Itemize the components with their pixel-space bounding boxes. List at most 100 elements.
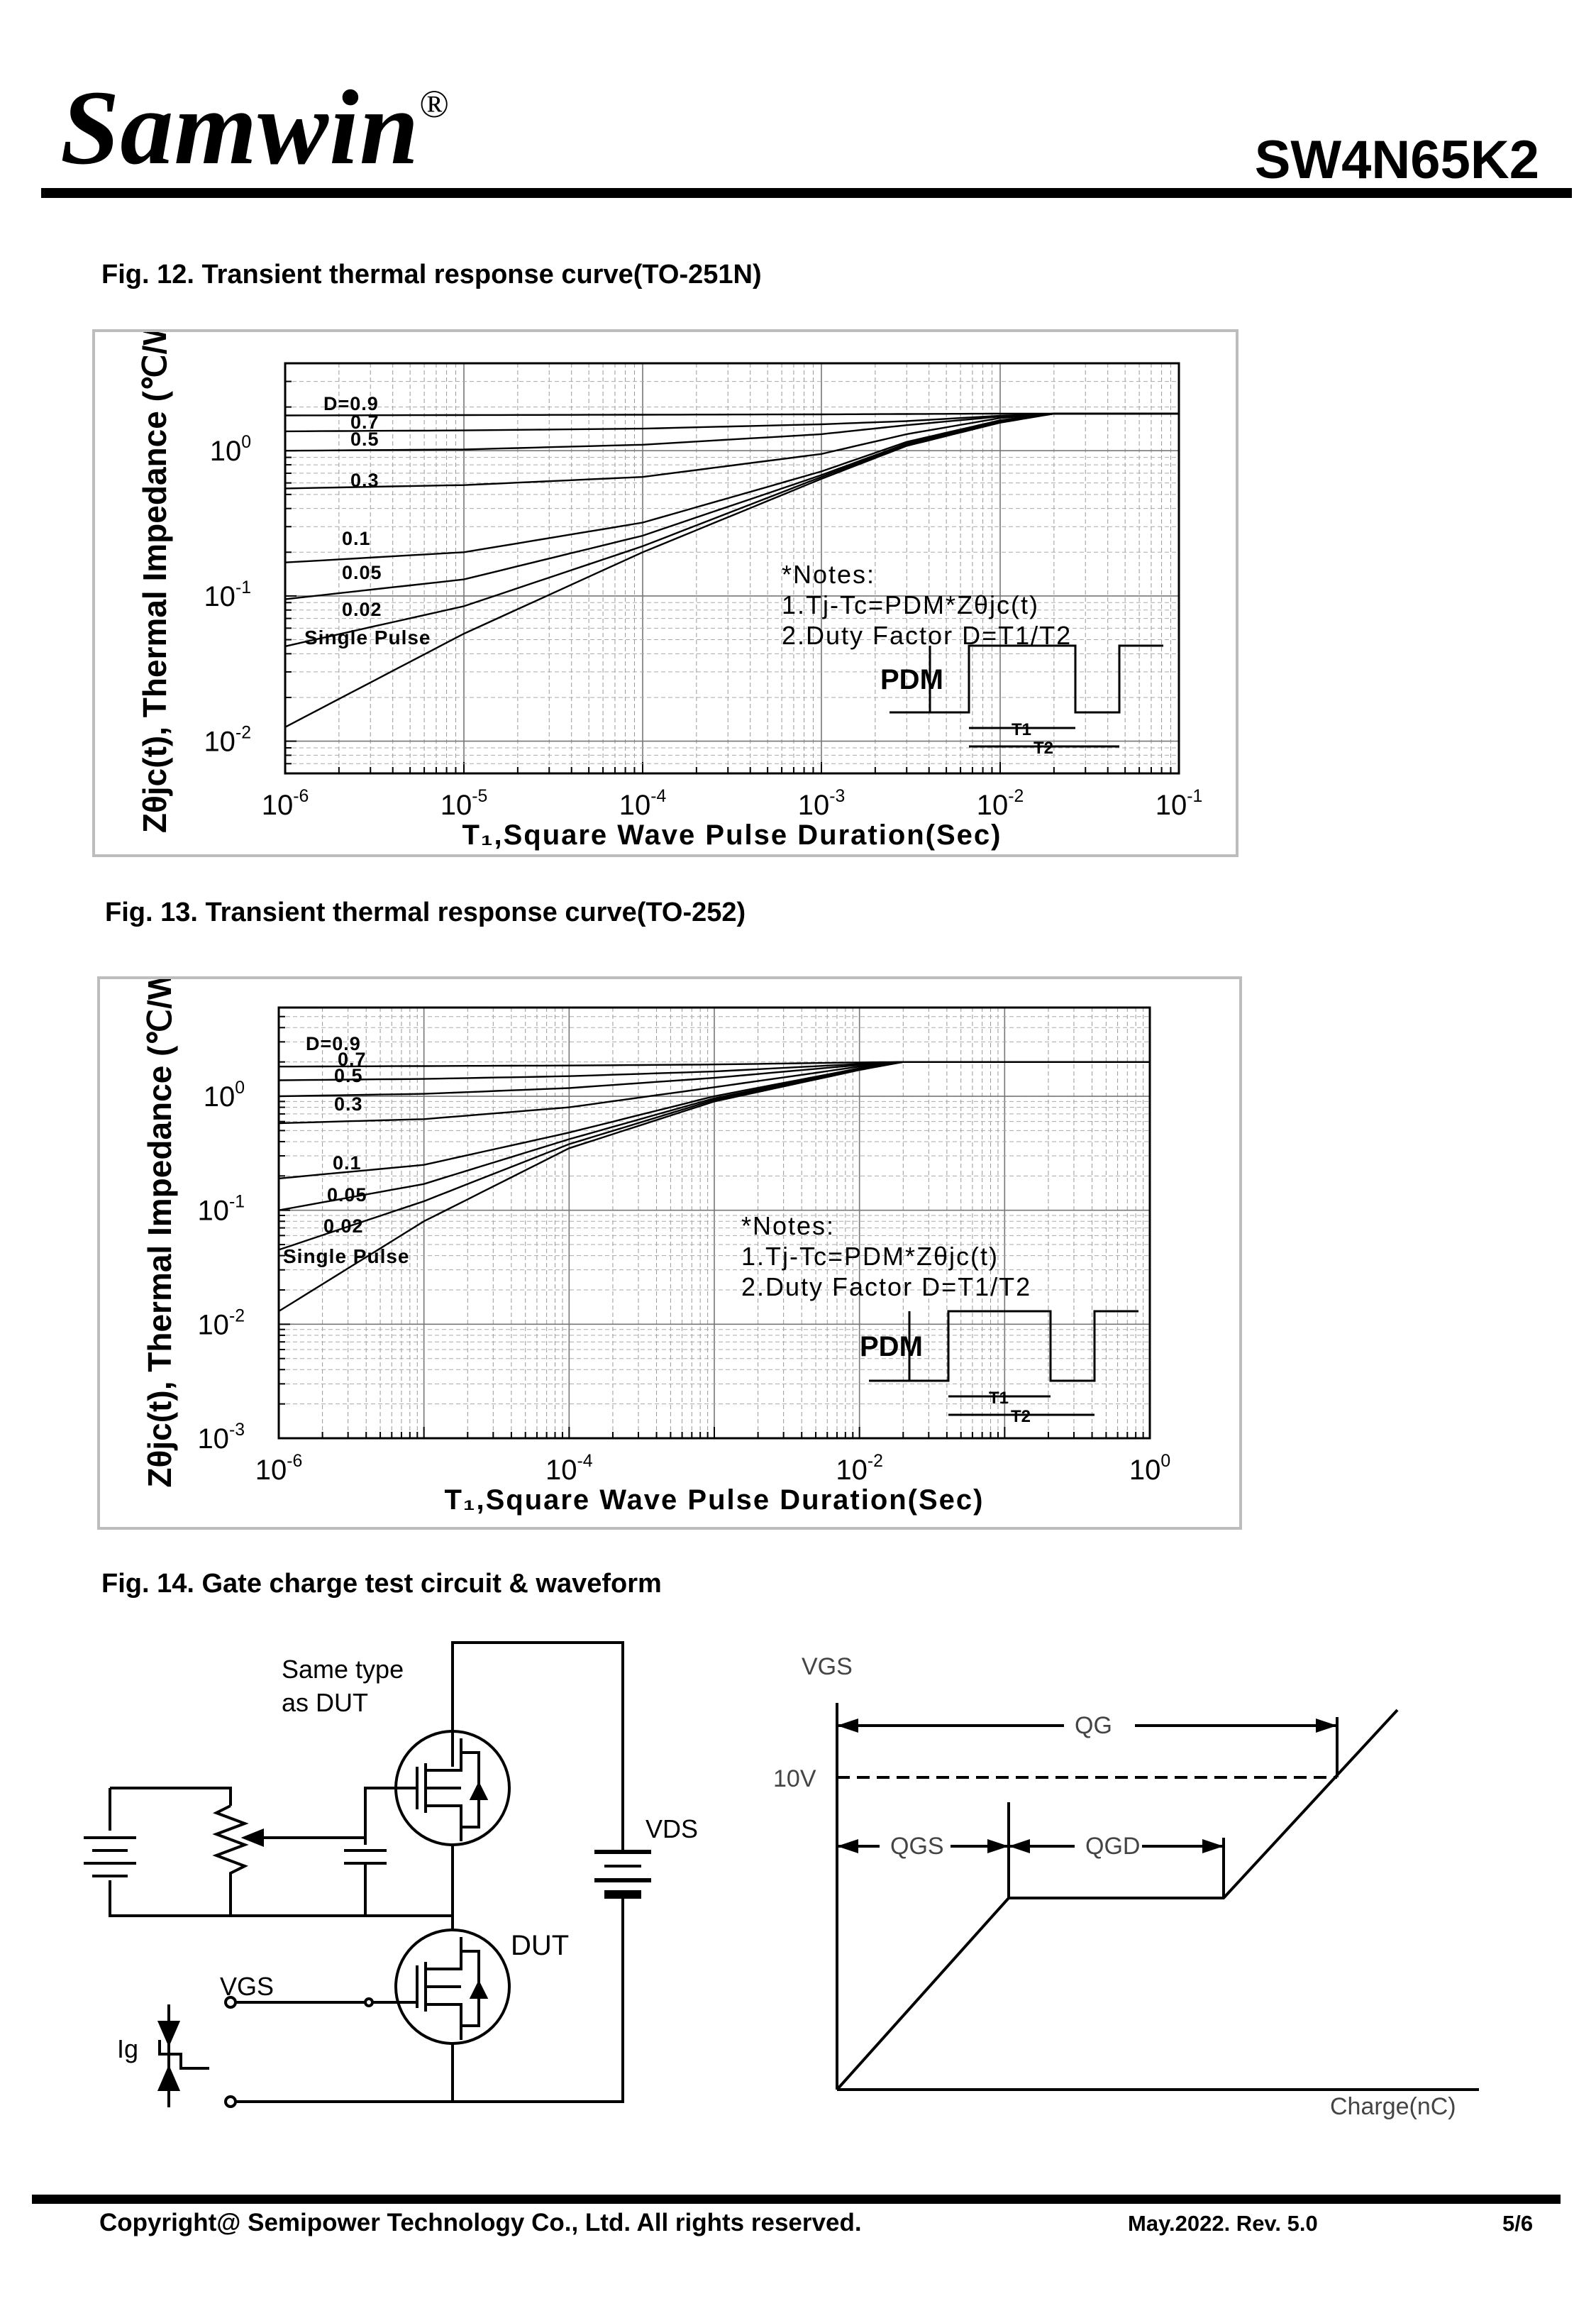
series-label-5: 0.05 xyxy=(342,562,382,583)
x-tick-label: 10-3 xyxy=(798,787,846,821)
plot-frame xyxy=(284,362,1180,775)
ig-pulse xyxy=(158,2040,209,2070)
qgd-head-r xyxy=(1202,1839,1224,1853)
series-line-6 xyxy=(284,412,1179,648)
wave-10v-label: 10V xyxy=(773,1765,816,1792)
series-line-7 xyxy=(284,412,1179,728)
footer-revision: May.2022. Rev. 5.0 xyxy=(1128,2211,1318,2236)
series-label-0: D=0.9 xyxy=(323,393,379,414)
x-tick-label: 10-6 xyxy=(262,787,309,821)
pot-top-wire xyxy=(110,1787,232,1806)
wave-qgd-label: QGD xyxy=(1085,1833,1140,1860)
wave-qgs-label: QGS xyxy=(890,1833,944,1860)
t1-label: T1 xyxy=(1012,720,1031,739)
t2-label: T2 xyxy=(1011,1407,1031,1426)
qgd-head-l xyxy=(1009,1839,1030,1853)
y-axis-label: Zθjc(t), Thermal Impedance (℃/W) xyxy=(136,332,173,833)
series-line-4 xyxy=(284,412,1179,563)
footer-rule xyxy=(32,2195,1561,2204)
series-label-4: 0.1 xyxy=(342,528,371,549)
note-line-2: 2.Duty Factor D=T1/T2 xyxy=(741,1272,1031,1301)
series-label-0: D=0.9 xyxy=(306,1033,361,1054)
gate-node xyxy=(364,1997,374,2007)
ig-arrow-down xyxy=(157,2021,181,2048)
series-line-5 xyxy=(284,412,1179,600)
plot-frame xyxy=(277,1006,1151,1440)
vds-wire-bottom xyxy=(227,1898,624,2103)
upper-gate-wire xyxy=(364,1787,417,1845)
x-axis-label: T₁,Square Wave Pulse Duration(Sec) xyxy=(444,1484,984,1516)
qgs-head-l xyxy=(837,1839,858,1853)
x-tick-label: 100 xyxy=(1129,1452,1170,1486)
series-line-7 xyxy=(278,1061,1150,1313)
batt-wire-bottom xyxy=(109,1880,453,1917)
series-label-1: 0.7 xyxy=(338,1049,367,1070)
vds-wire-top xyxy=(451,1641,624,1852)
y-tick-label: 100 xyxy=(204,1078,245,1113)
x-tick-label: 10-4 xyxy=(619,787,667,821)
qgs-head-r xyxy=(987,1839,1009,1853)
upper-source xyxy=(426,1804,462,1841)
x-tick-label: 10-2 xyxy=(836,1452,883,1486)
pulse-wave xyxy=(890,644,1163,714)
y-tick-label: 10-2 xyxy=(204,724,251,758)
note-line-0: *Notes: xyxy=(741,1211,835,1240)
series-label-3: 0.3 xyxy=(334,1093,363,1115)
y-tick-label: 10-1 xyxy=(197,1193,245,1227)
dut-diode xyxy=(469,1980,489,1999)
ig-label: Ig xyxy=(117,2034,138,2063)
t2-label: T2 xyxy=(1033,739,1053,758)
series-label-2: 0.5 xyxy=(334,1065,363,1086)
series-label-6: 0.02 xyxy=(342,599,382,620)
x-tick-label: 10-1 xyxy=(1156,787,1203,821)
series-label-5: 0.05 xyxy=(327,1184,367,1206)
series-label-6: 0.02 xyxy=(323,1215,364,1237)
series-label-1: 0.7 xyxy=(350,412,379,433)
x-tick-label: 10-2 xyxy=(977,787,1024,821)
pdm-label: PDM xyxy=(880,664,943,695)
pot-arrow-head xyxy=(240,1828,264,1847)
footer-page: 5/6 xyxy=(1502,2211,1534,2236)
x-tick-label: 10-5 xyxy=(440,787,488,821)
series-line-1 xyxy=(284,412,1179,433)
x-tick-label: 10-6 xyxy=(255,1452,303,1486)
same-type-line2: as DUT xyxy=(282,1688,368,1717)
series-label-7: Single Pulse xyxy=(283,1245,410,1267)
pulse-inset xyxy=(890,644,1163,748)
note-line-1: 1.Tj-Tc=PDM*Zθjc(t) xyxy=(741,1242,999,1271)
x-axis-label: T₁,Square Wave Pulse Duration(Sec) xyxy=(462,820,1002,851)
fig14-caption: Fig. 14. Gate charge test circuit & wave… xyxy=(101,1569,662,1599)
series-label-3: 0.3 xyxy=(350,470,379,491)
upper-diode xyxy=(469,1781,489,1800)
same-type-line1: Same type xyxy=(282,1655,404,1684)
potentiometer xyxy=(212,1804,249,1916)
note-line-1: 1.Tj-Tc=PDM*Zθjc(t) xyxy=(782,590,1039,619)
vgs-label: VGS xyxy=(220,1972,274,2001)
gate-charge-figure: Same type as DUT VDS DUT VGS Ig VGS 10V xyxy=(84,1641,1479,2120)
series-label-4: 0.1 xyxy=(333,1152,362,1174)
series-label-2: 0.5 xyxy=(350,429,379,450)
dut-label: DUT xyxy=(511,1930,569,1961)
pulse-wave xyxy=(869,1310,1138,1382)
gate-charge-waveform xyxy=(836,1703,1479,2091)
qg-head-r xyxy=(1316,1719,1337,1733)
test-circuit xyxy=(84,1641,651,2108)
grid xyxy=(284,363,1179,774)
vgs-terminal xyxy=(224,1996,237,2009)
brand-logo: Samwin® xyxy=(60,69,450,187)
y-tick-label: 10-2 xyxy=(197,1306,245,1340)
header-rule xyxy=(41,188,1572,198)
fig12-caption: Fig. 12. Transient thermal response curv… xyxy=(101,260,762,289)
pulse-inset xyxy=(869,1310,1138,1416)
dut-drain xyxy=(426,1937,462,1970)
wave-charge-label: Charge(nC) xyxy=(1330,2093,1456,2120)
fig13-caption: Fig. 13. Transient thermal response curv… xyxy=(105,898,746,927)
series-line-2 xyxy=(284,412,1179,452)
y-axis-label: Zθjc(t), Thermal Impedance (℃/W) xyxy=(141,979,178,1488)
x-tick-label: 10-4 xyxy=(545,1452,593,1486)
y-tick-label: 100 xyxy=(210,433,251,467)
wave-vgs-label: VGS xyxy=(802,1653,853,1680)
